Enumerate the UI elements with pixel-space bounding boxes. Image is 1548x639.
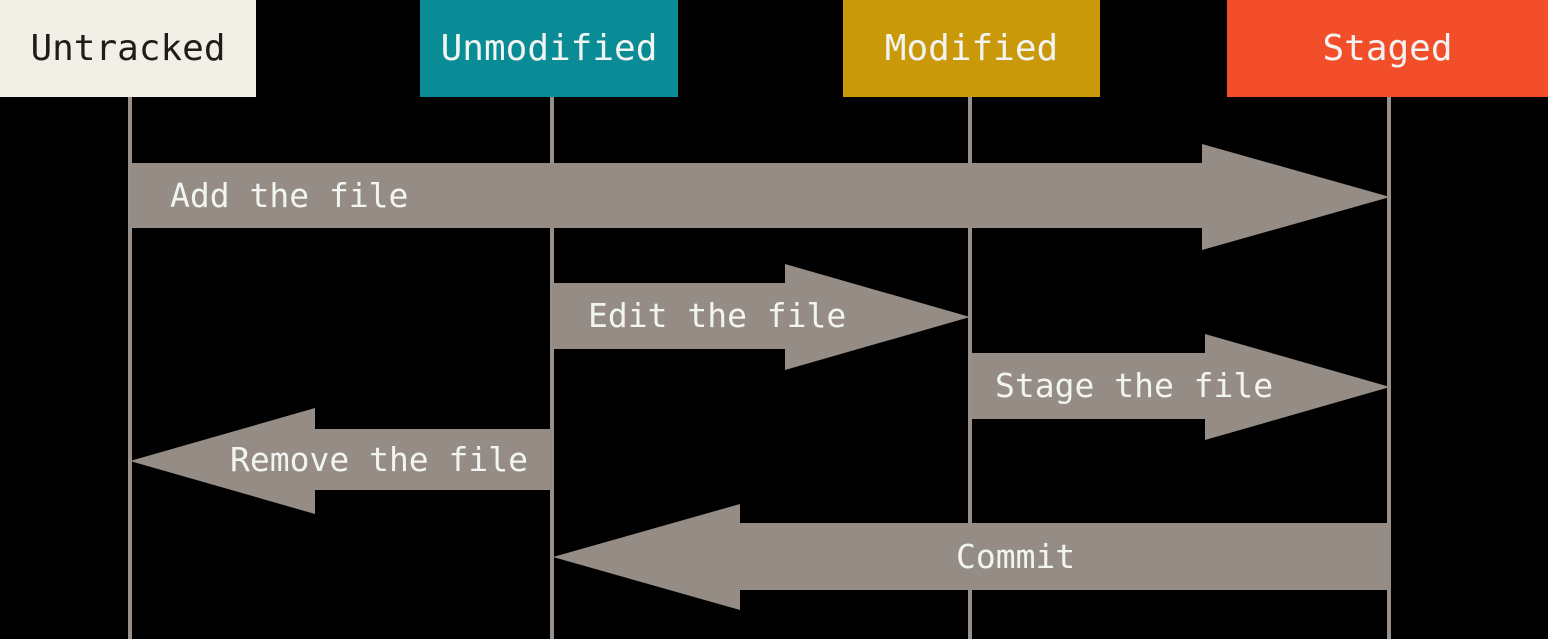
- state-label-modified: Modified: [884, 28, 1059, 69]
- arrow-head-right-icon: [1202, 144, 1390, 250]
- state-label-unmodified: Unmodified: [440, 28, 658, 69]
- arrow-shaft: [740, 523, 1390, 590]
- arrow-head-right-icon: [785, 264, 970, 370]
- arrow-shaft: [972, 353, 1205, 419]
- lifeline-untracked: [128, 97, 132, 639]
- arrow-head-right-icon: [1205, 334, 1390, 440]
- arrow-shaft: [552, 283, 785, 349]
- state-label-untracked: Untracked: [30, 28, 226, 69]
- arrow-shaft: [130, 163, 1202, 228]
- state-box-untracked: Untracked: [0, 0, 256, 97]
- arrow-label: Remove the file: [230, 440, 529, 479]
- lifeline-unmodified: [550, 97, 554, 639]
- state-box-modified: Modified: [843, 0, 1100, 97]
- lifeline-modified: [968, 97, 972, 639]
- arrow-head-left-icon: [553, 504, 740, 610]
- arrow-label: Edit the file: [588, 296, 847, 335]
- arrow-label: Add the file: [170, 176, 409, 215]
- state-box-unmodified: Unmodified: [420, 0, 678, 97]
- arrow-shaft: [315, 429, 552, 490]
- arrow-head-left-icon: [130, 408, 315, 514]
- state-box-staged: Staged: [1227, 0, 1548, 97]
- state-label-staged: Staged: [1322, 28, 1453, 69]
- arrow-label: Commit: [956, 537, 1076, 576]
- arrow-label: Stage the file: [995, 366, 1274, 405]
